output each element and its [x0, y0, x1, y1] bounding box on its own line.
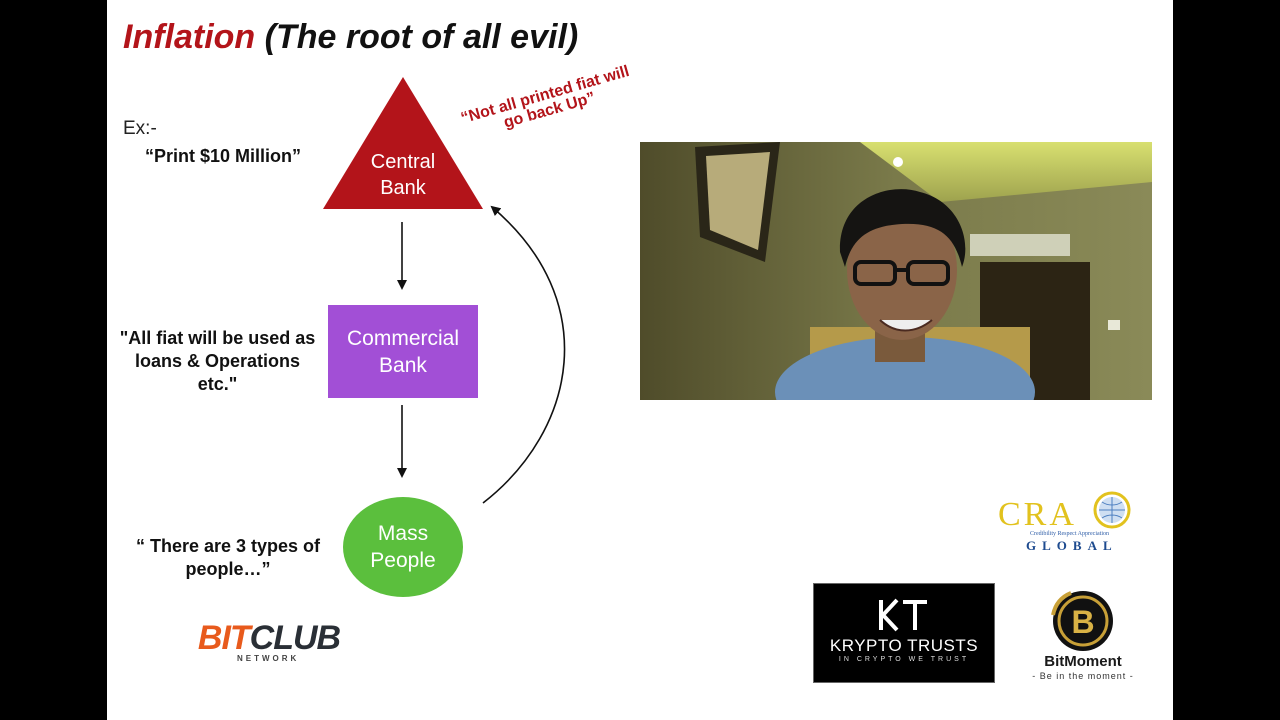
central-bank-label: Central Bank [323, 149, 483, 201]
cra-logo-main: CRA [998, 496, 1077, 533]
bitclub-logo: BITCLUB NETWORK [179, 605, 359, 685]
commercial-bank-box: Commercial Bank [328, 305, 478, 398]
bitclub-logo-subtitle: NETWORK [237, 654, 300, 663]
krypto-trusts-logo: KRYPTO TRUSTS IN CRYPTO WE TRUST [813, 583, 995, 683]
mass-people-circle: Mass People [343, 497, 463, 597]
bitmoment-logo-tagline: - Be in the moment - [1032, 671, 1134, 681]
red-note: “Not all printed fiat will go back Up” [459, 62, 632, 132]
cra-logo-tagline: Credibility Respect Appreciation [1030, 531, 1109, 537]
quote-types: “ There are 3 types of people…” [135, 536, 321, 579]
mass-people-line2: People [370, 549, 436, 572]
commercial-bank-line1: Commercial [346, 326, 459, 350]
krypto-logo-tagline: IN CRYPTO WE TRUST [838, 656, 970, 663]
example-label: Ex:- [123, 118, 157, 139]
slide-title-rest: (The root of all evil) [255, 18, 579, 56]
central-bank-line2: Bank [380, 177, 426, 199]
kt-mark-icon [879, 598, 927, 632]
cra-global-logo: CRA Credibility Respect Appreciation GLO… [998, 488, 1133, 553]
central-bank-line1: Central [370, 151, 436, 173]
globe-icon [1093, 491, 1131, 529]
cra-logo-sub: GLOBAL [1026, 538, 1118, 553]
bitclub-logo-part2: CLUB [249, 619, 341, 657]
central-bank-triangle: Central Bank [323, 77, 483, 209]
arrow-mass-to-central [482, 205, 566, 504]
presentation-slide: Inflation (The root of all evil) Ex:- “P… [107, 0, 1173, 720]
krypto-logo-name: KRYPTO TRUSTS [829, 636, 979, 655]
bitmoment-logo-name: BitMoment [1044, 653, 1122, 670]
commercial-bank-line2: Bank [379, 353, 427, 377]
slide-title: Inflation (The root of all evil) [123, 18, 578, 57]
bitmoment-logo: B BitMoment - Be in the moment - [1023, 585, 1143, 685]
svg-text:B: B [1071, 604, 1094, 640]
webcam-video [640, 142, 1152, 400]
quote-fiat: "All fiat will be used as loans & Operat… [119, 328, 316, 394]
slide-title-accent: Inflation [123, 18, 256, 56]
mass-people-line1: Mass [377, 522, 429, 545]
bitclub-logo-part1: BIT [197, 619, 251, 657]
bitcoin-icon: B [1051, 591, 1113, 651]
quote-print: “Print $10 Million” [145, 146, 302, 166]
